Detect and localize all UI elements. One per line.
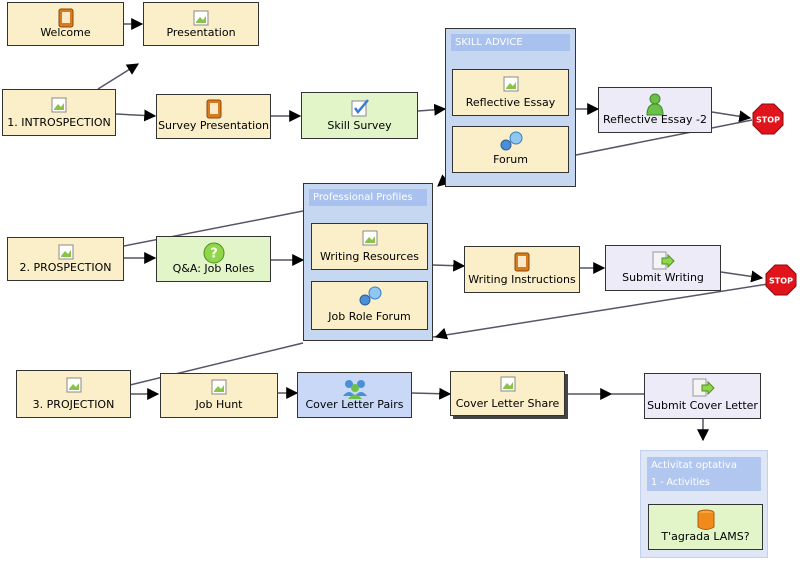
image-icon — [66, 377, 81, 393]
activity-label: Submit Writing — [622, 271, 704, 284]
activity-tagrada-lams[interactable]: T'agrada LAMS? — [648, 504, 763, 550]
image-icon — [500, 376, 515, 392]
activity-reflective-essay[interactable]: Reflective Essay — [452, 69, 569, 116]
image-icon — [211, 379, 227, 395]
activity-label: Job Hunt — [195, 398, 243, 411]
stop-icon: STOP — [765, 264, 797, 296]
group-skill-advice[interactable]: SKILL ADVICE Reflective Essay Forum — [445, 28, 576, 187]
notebook-icon — [58, 8, 73, 28]
question-icon: ? — [203, 242, 224, 264]
activity-survey-presentation[interactable]: Survey Presentation — [156, 94, 271, 139]
upload-document-icon — [652, 251, 675, 270]
activity-label: Forum — [493, 153, 528, 166]
upload-document-icon — [692, 378, 715, 397]
activity-introspection[interactable]: 1. INTROSPECTION — [2, 89, 116, 136]
image-icon — [362, 230, 377, 246]
image-icon — [58, 244, 73, 260]
checklist-icon — [351, 99, 369, 117]
stop-icon: STOP — [752, 103, 784, 135]
activity-forum[interactable]: Forum — [452, 126, 569, 173]
image-icon — [503, 76, 518, 92]
activity-label: Q&A: Job Roles — [172, 262, 255, 275]
activity-reflective-essay-2[interactable]: Reflective Essay -2 — [598, 87, 712, 133]
activity-label: Survey Presentation — [158, 119, 269, 132]
image-icon — [51, 97, 67, 113]
activity-label: 3. PROJECTION — [32, 398, 115, 411]
activity-writing-instructions[interactable]: Writing Instructions — [464, 246, 580, 293]
activity-label: Skill Survey — [327, 119, 392, 132]
activity-label: Reflective Essay -2 — [603, 113, 707, 126]
activity-label: Writing Resources — [320, 250, 419, 263]
activity-submit-cover-letter[interactable]: Submit Cover Letter — [644, 373, 761, 419]
activity-label: Reflective Essay — [465, 96, 556, 109]
activity-presentation[interactable]: Presentation — [143, 2, 259, 46]
activity-label: Cover Letter Pairs — [305, 398, 404, 411]
activity-job-role-forum[interactable]: Job Role Forum — [311, 281, 428, 330]
activity-skill-survey[interactable]: Skill Survey — [301, 92, 418, 139]
activity-label: Writing Instructions — [468, 273, 576, 286]
group-title: Professional Profiles — [309, 189, 427, 206]
activity-label: Presentation — [166, 26, 236, 39]
optional-activities-group[interactable]: Activitat optativa 1 - Activities T'agra… — [640, 450, 768, 558]
activity-prospection[interactable]: 2. PROSPECTION — [7, 237, 124, 281]
database-icon — [697, 509, 714, 530]
forum-icon — [500, 131, 522, 151]
user-icon — [646, 93, 664, 116]
activity-label: Welcome — [40, 26, 91, 39]
activity-label: Job Role Forum — [328, 310, 411, 323]
group-professional-profiles[interactable]: Professional Profiles Writing Resources … — [303, 183, 433, 341]
activity-cover-letter-pairs[interactable]: Cover Letter Pairs — [297, 372, 412, 418]
svg-text:?: ? — [210, 247, 218, 262]
optional-count: 1 - Activities — [647, 475, 761, 491]
stop-label: STOP — [769, 277, 793, 286]
activity-qa-job-roles[interactable]: ? Q&A: Job Roles — [156, 236, 271, 282]
image-icon — [193, 10, 209, 26]
group-users-icon — [342, 380, 367, 399]
activity-welcome[interactable]: Welcome — [7, 2, 124, 46]
activity-projection[interactable]: 3. PROJECTION — [16, 370, 131, 418]
activity-cover-letter-share[interactable]: Cover Letter Share — [450, 371, 565, 416]
optional-title: Activitat optativa — [647, 457, 761, 475]
activity-submit-writing[interactable]: Submit Writing — [605, 245, 721, 291]
notebook-icon — [514, 252, 530, 272]
forum-icon — [359, 286, 381, 306]
activity-label: 2. PROSPECTION — [19, 261, 112, 274]
activity-label: Cover Letter Share — [455, 397, 560, 410]
activity-writing-resources[interactable]: Writing Resources — [311, 223, 428, 270]
activity-label: T'agrada LAMS? — [661, 530, 750, 543]
notebook-icon — [206, 99, 221, 119]
group-title: SKILL ADVICE — [451, 34, 570, 51]
activity-job-hunt[interactable]: Job Hunt — [160, 373, 278, 418]
activity-label: Submit Cover Letter — [647, 399, 758, 412]
stop-label: STOP — [756, 116, 780, 125]
activity-label: 1. INTROSPECTION — [7, 116, 111, 129]
